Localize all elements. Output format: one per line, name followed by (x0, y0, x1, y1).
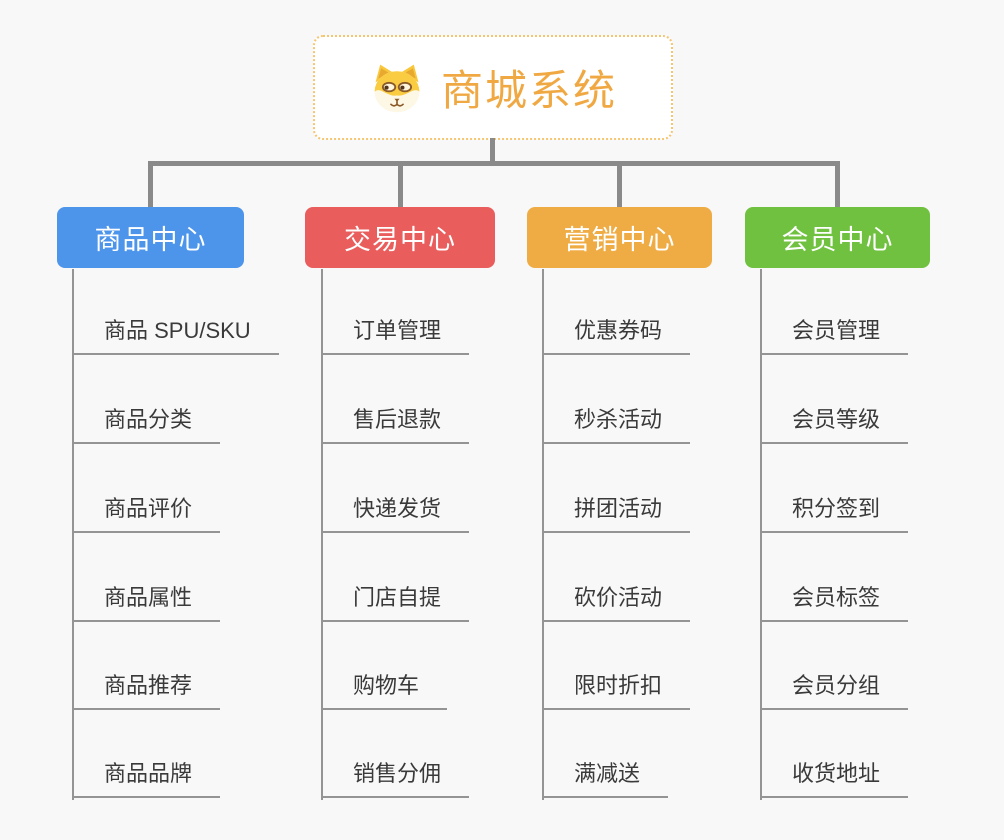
leaf-node-label: 商品评价 (104, 496, 193, 521)
leaf-node-label: 订单管理 (353, 318, 442, 343)
leaf-node-label: 购物车 (353, 673, 420, 698)
root-node-label: 商城系统 (440, 67, 617, 114)
leaf-node-label: 优惠券码 (574, 318, 663, 343)
branch-trunk-line (760, 269, 762, 800)
branch-trunk-line (542, 269, 544, 800)
branch-node-label: 营销中心 (563, 225, 676, 255)
leaf-node[interactable]: 订单管理 (321, 317, 470, 355)
leaf-node-label: 商品属性 (104, 585, 193, 610)
branch-drop-2 (617, 161, 622, 211)
leaf-node[interactable]: 收货地址 (760, 760, 909, 798)
leaf-node-label: 拼团活动 (574, 496, 663, 521)
leaf-node-label: 售后退款 (353, 407, 442, 432)
branch-node-0[interactable]: 商品中心 (57, 207, 244, 268)
branch-drop-3 (835, 161, 840, 211)
branch-node-2[interactable]: 营销中心 (527, 207, 712, 268)
leaf-node-label: 门店自提 (353, 585, 442, 610)
leaf-node[interactable]: 销售分佣 (321, 760, 470, 798)
branch-node-1[interactable]: 交易中心 (305, 207, 495, 268)
leaf-node[interactable]: 商品品牌 (72, 760, 221, 798)
leaf-node[interactable]: 会员标签 (760, 584, 909, 622)
branch-node-label: 会员中心 (781, 225, 894, 255)
leaf-node-label: 快递发货 (353, 496, 442, 521)
leaf-node-label: 会员等级 (792, 407, 881, 432)
leaf-node[interactable]: 商品 SPU/SKU (72, 317, 279, 355)
leaf-node-label: 销售分佣 (353, 761, 442, 786)
branch-trunk-line (72, 269, 74, 800)
leaf-node[interactable]: 购物车 (321, 672, 448, 710)
leaf-node[interactable]: 砍价活动 (542, 584, 691, 622)
leaf-node[interactable]: 商品评价 (72, 495, 221, 533)
leaf-node[interactable]: 会员分组 (760, 672, 909, 710)
branch-node-label: 交易中心 (344, 225, 456, 255)
leaf-node[interactable]: 商品属性 (72, 584, 221, 622)
leaf-node-label: 满减送 (574, 761, 641, 786)
leaf-node-label: 积分签到 (792, 496, 881, 521)
leaf-node[interactable]: 快递发货 (321, 495, 470, 533)
leaf-node[interactable]: 门店自提 (321, 584, 470, 622)
root-node[interactable]: 商城系统 (313, 35, 673, 140)
leaf-node-label: 砍价活动 (574, 585, 663, 610)
branch-node-label: 商品中心 (94, 225, 207, 255)
dog-face-icon (374, 64, 420, 112)
root-connector-stub (490, 138, 495, 166)
leaf-node[interactable]: 会员管理 (760, 317, 909, 355)
leaf-node[interactable]: 限时折扣 (542, 672, 691, 710)
leaf-node-label: 商品分类 (104, 407, 193, 432)
branch-rail (148, 161, 840, 166)
leaf-node-label: 会员分组 (792, 673, 881, 698)
leaf-node-label: 商品推荐 (104, 673, 193, 698)
leaf-node[interactable]: 积分签到 (760, 495, 909, 533)
leaf-node[interactable]: 售后退款 (321, 406, 470, 444)
branch-drop-0 (148, 161, 153, 211)
leaf-node-label: 会员标签 (792, 585, 881, 610)
leaf-node-label: 限时折扣 (574, 673, 663, 698)
leaf-node-label: 商品品牌 (104, 761, 193, 786)
leaf-node-label: 会员管理 (792, 318, 881, 343)
leaf-node[interactable]: 秒杀活动 (542, 406, 691, 444)
leaf-node[interactable]: 拼团活动 (542, 495, 691, 533)
branch-node-3[interactable]: 会员中心 (745, 207, 930, 268)
leaf-node[interactable]: 商品推荐 (72, 672, 221, 710)
leaf-node[interactable]: 优惠券码 (542, 317, 691, 355)
leaf-node[interactable]: 商品分类 (72, 406, 221, 444)
branch-trunk-line (321, 269, 323, 800)
leaf-node[interactable]: 会员等级 (760, 406, 909, 444)
leaf-node-label: 收货地址 (792, 761, 881, 786)
leaf-node-label: 秒杀活动 (574, 407, 663, 432)
leaf-node-label: 商品 SPU/SKU (104, 318, 251, 343)
leaf-node[interactable]: 满减送 (542, 760, 669, 798)
branch-drop-1 (397, 161, 403, 211)
